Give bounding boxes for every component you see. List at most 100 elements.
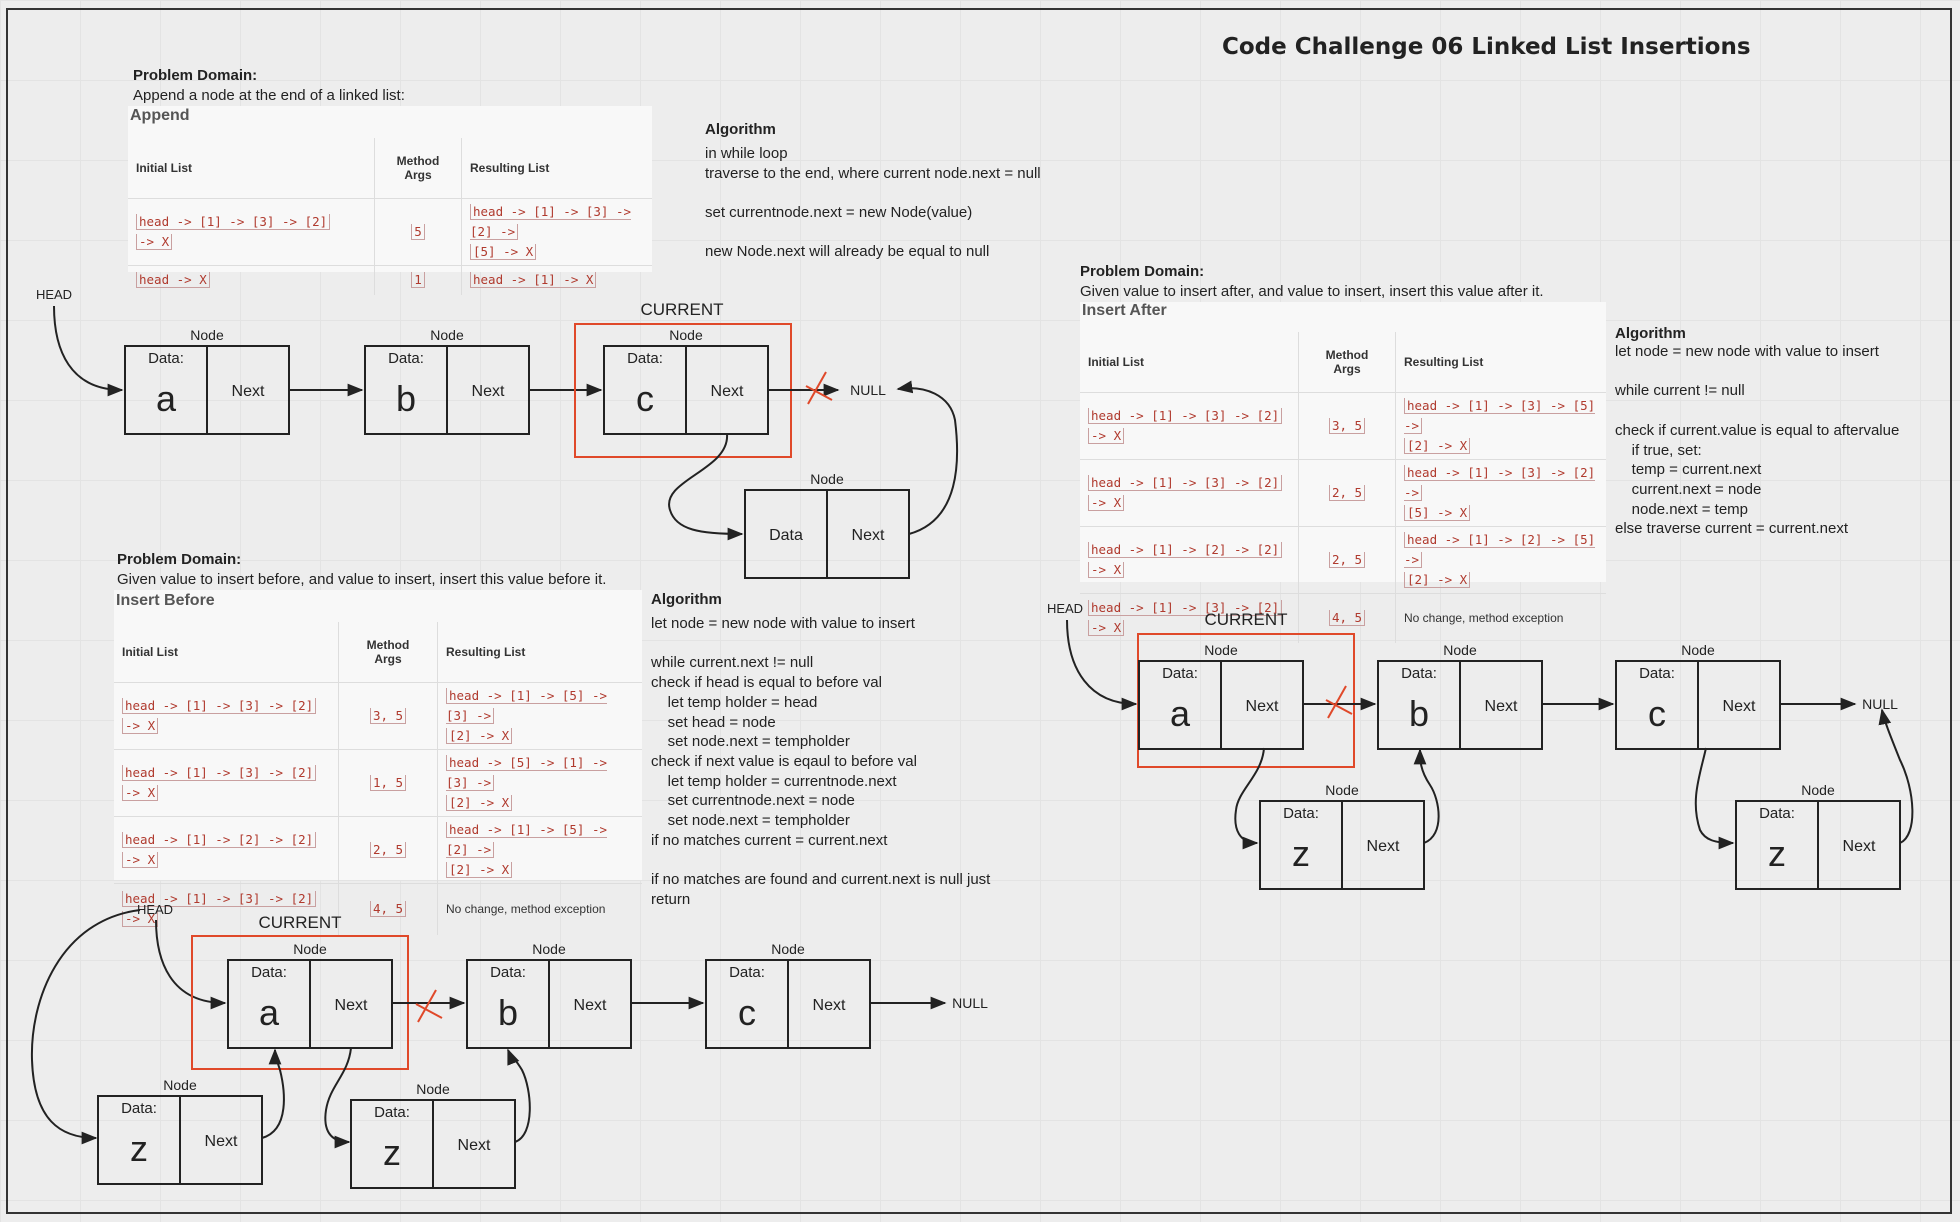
cell-method-args: 2, 5 <box>1298 525 1396 593</box>
node-label: Node <box>416 1081 450 1097</box>
cell-result-list: head -> [1] -> [3] -> [5] ->[2] -> X <box>1395 391 1606 459</box>
cell-result-list: head -> [1] -> [3] -> [2] ->[5] -> X <box>1395 458 1606 526</box>
node-data-label: Data: <box>1401 665 1437 682</box>
node-next-label: Next <box>232 383 265 400</box>
col-header-result: Resulting List <box>461 138 652 198</box>
append-algorithm-heading: Algorithm <box>705 121 776 138</box>
cell-method-args: 3, 5 <box>1298 391 1396 459</box>
node-value: b <box>498 992 518 1033</box>
cell-result-list: head -> [1] -> [5] -> [3] ->[2] -> X <box>437 681 642 749</box>
node-data-label: Data: <box>729 964 765 981</box>
insert-after-problem-heading: Problem Domain: <box>1080 263 1205 280</box>
node-next-label: Next <box>1246 698 1279 715</box>
node-next-label: Next <box>205 1133 238 1150</box>
cell-initial-list: head -> X <box>128 264 375 295</box>
cell-initial-list: head -> [1] -> [3] -> [2]-> X <box>1080 391 1299 459</box>
insert-after-algorithm-text: let node = new node with value to insert… <box>1615 343 1900 538</box>
cell-result-list: No change, method exception <box>437 882 642 935</box>
node-data-label: Data <box>769 527 803 544</box>
null-label: NULL <box>850 382 886 398</box>
node-label: Node <box>1325 782 1359 798</box>
node-data-label: Data: <box>1759 805 1795 822</box>
node-value: c <box>1648 693 1666 734</box>
c-to-z-pointer <box>1694 747 1735 850</box>
node-value: b <box>1409 693 1429 734</box>
cell-method-args: 4, 5 <box>338 882 438 935</box>
broken-link-mark <box>1325 699 1353 715</box>
node-next-label: Next <box>1843 838 1876 855</box>
page-title: Code Challenge 06 Linked List Insertions <box>1222 34 1751 60</box>
node-next-label: Next <box>1723 698 1756 715</box>
new-node-next-pointer <box>896 380 959 535</box>
col-header-initial: Initial List <box>122 644 179 659</box>
head-pointer <box>53 305 124 397</box>
node-value: a <box>156 378 177 419</box>
node-label: Node <box>190 327 224 343</box>
node-next-label: Next <box>472 383 505 400</box>
cell-method-args: 2, 5 <box>1298 458 1396 526</box>
current-label: CURRENT <box>640 300 723 319</box>
cell-initial-list: head -> [1] -> [3] -> [2]-> X <box>114 748 339 816</box>
insert-before-algorithm-heading: Algorithm <box>651 591 722 608</box>
node-a-to-z-pointer <box>1234 747 1265 850</box>
broken-link-mark <box>805 385 833 401</box>
broken-link-mark <box>807 371 827 405</box>
node-value: a <box>259 992 280 1033</box>
node-data-label: Data: <box>121 1100 157 1117</box>
cell-initial-list: head -> [1] -> [3] -> [2]-> X <box>128 197 375 265</box>
insert-before-problem-heading: Problem Domain: <box>117 551 242 568</box>
node-value: z <box>130 1128 148 1169</box>
head-label: HEAD <box>36 287 72 302</box>
insert-after-algorithm-heading: Algorithm <box>1615 325 1686 342</box>
append-table-title: Append <box>130 107 190 124</box>
insert-before-table-title: Insert Before <box>116 592 215 609</box>
append-problem-heading: Problem Domain: <box>133 67 258 84</box>
cell-initial-list: head -> [1] -> [3] -> [2]-> X <box>114 681 339 749</box>
broken-link-mark <box>1327 685 1347 719</box>
broken-link-mark <box>415 1003 443 1019</box>
cell-method-args: 3, 5 <box>338 681 438 749</box>
col-header-initial: Initial List <box>1088 354 1145 369</box>
node-label: Node <box>1801 782 1835 798</box>
insert-before-problem-text: Given value to insert before, and value … <box>117 571 607 588</box>
cell-initial-list: head -> [1] -> [2] -> [2]-> X <box>1080 525 1299 593</box>
node-next-label: Next <box>813 997 846 1014</box>
node-data-label: Data: <box>1639 665 1675 682</box>
insert-before-algorithm-text: let node = new node with value to insert… <box>651 615 991 908</box>
new-node-pointer <box>668 433 744 541</box>
node-next-label: Next <box>1367 838 1400 855</box>
z-to-b-pointer <box>507 1048 531 1143</box>
node-value: a <box>1170 693 1191 734</box>
null-label: NULL <box>1862 696 1898 712</box>
cell-result-list: head -> [5] -> [1] -> [3] ->[2] -> X <box>437 748 642 816</box>
current-highlight <box>574 323 792 458</box>
null-label: NULL <box>952 995 988 1011</box>
head-pointer <box>155 919 227 1010</box>
z-to-a-pointer <box>261 1048 285 1139</box>
node-data-label: Data: <box>627 350 663 367</box>
node-next-label: Next <box>574 997 607 1014</box>
cell-result-list: head -> [1] -> [3] -> [2] ->[5] -> X <box>461 197 652 265</box>
node-next-label: Next <box>335 997 368 1014</box>
node-data-label: Data: <box>1162 665 1198 682</box>
node-label: Node <box>771 941 805 957</box>
node-data-label: Data: <box>251 964 287 981</box>
node-data-label: Data: <box>388 350 424 367</box>
broken-link-mark <box>417 989 437 1023</box>
node-label: Node <box>669 327 703 343</box>
current-label: CURRENT <box>258 913 341 932</box>
insert-after-problem-text: Given value to insert after, and value t… <box>1080 283 1544 300</box>
append-algorithm-text: in while loop traverse to the end, where… <box>705 145 1041 260</box>
board-frame <box>6 8 1952 1214</box>
col-header-result: Resulting List <box>1395 332 1606 392</box>
